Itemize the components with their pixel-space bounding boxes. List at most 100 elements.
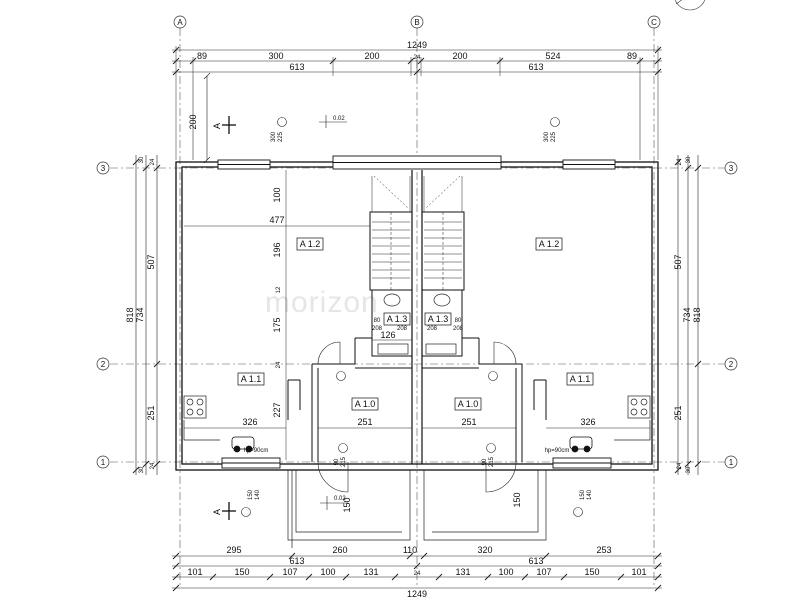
dim-top-half-left: 613 xyxy=(289,62,304,72)
door-code-left-lower: 90215 xyxy=(334,456,347,467)
dim-bottom-upper-110: 110 xyxy=(403,545,417,555)
dim-bottom-seg-4: 100 xyxy=(320,567,335,577)
window-note-left: hp=90cm xyxy=(244,448,269,454)
room-left-kitchen: A 1.1 xyxy=(241,374,262,384)
dim-small-208-a: 208 xyxy=(372,326,383,332)
section-marker-top xyxy=(222,116,236,134)
dim-left-overall: 818 xyxy=(125,307,135,322)
left-door-swings xyxy=(317,341,349,493)
axis-label-a: A xyxy=(177,18,183,27)
axis-label-1-right: 1 xyxy=(729,458,734,467)
dim-bottom-upper-253: 253 xyxy=(596,545,611,555)
dim-width-477: 477 xyxy=(269,215,284,225)
dim-right-mid: 734 xyxy=(682,307,692,322)
dim-bottom-seg-8: 100 xyxy=(498,567,513,577)
dim-bottom-seg-9: 107 xyxy=(536,567,551,577)
window-tag-top-left xyxy=(277,117,287,127)
door-code-right-lower: 90215 xyxy=(482,456,495,467)
dim-top-seg-5: 200 xyxy=(452,51,467,61)
terrace-outline xyxy=(192,76,641,160)
dim-right-overall: 818 xyxy=(692,307,702,322)
side-dimension-lines xyxy=(132,155,702,475)
dim-top-seg-4: 24 xyxy=(414,55,421,61)
dim-right-small-bottom-1: 24 xyxy=(677,462,683,469)
dim-small-80-d: 80 xyxy=(455,318,462,324)
level-top-label: 0.02 xyxy=(333,116,345,122)
axis-label-c: C xyxy=(651,18,657,27)
right-stairs xyxy=(423,175,463,290)
left-stove xyxy=(183,395,207,419)
terrace-depth-dim xyxy=(203,72,211,164)
right-stove xyxy=(627,395,651,419)
dim-small-208-b: 208 xyxy=(397,326,408,332)
dim-top-seg-3: 200 xyxy=(364,51,379,61)
room-right-kitchen: A 1.1 xyxy=(570,374,591,384)
dim-right-upper: 507 xyxy=(673,254,683,269)
dim-bottom-upper-260: 260 xyxy=(332,545,347,555)
dim-bottom-seg-5: 131 xyxy=(363,567,378,577)
dim-bottom-seg-1: 101 xyxy=(187,567,202,577)
level-bottom-label: 0.02 xyxy=(334,496,346,502)
axis-label-2-left: 2 xyxy=(101,360,106,369)
dim-small-208-d: 208 xyxy=(453,326,464,332)
dim-small-80-a: 80 xyxy=(374,318,381,324)
section-marker-bottom xyxy=(222,502,236,520)
dim-left-small-top-2: 24 xyxy=(150,158,156,165)
axis-bubbles xyxy=(96,15,738,469)
axis-label-2-right: 2 xyxy=(729,360,734,369)
room-right-wc: A 1.3 xyxy=(428,314,449,324)
dim-bottom-seg-11: 101 xyxy=(631,567,646,577)
dim-bottom-seg-2: 150 xyxy=(234,567,249,577)
top-dimension-lines xyxy=(172,46,662,160)
section-mark-bottom: A xyxy=(212,509,222,515)
right-door-swings xyxy=(485,341,517,493)
dim-width-126: 126 xyxy=(380,330,395,340)
left-wc-fixtures xyxy=(377,293,409,355)
dim-width-326-left: 326 xyxy=(242,417,257,427)
section-mark-top: A xyxy=(212,123,222,129)
terrace-depth-label: 200 xyxy=(188,114,198,129)
dim-top-seg-2: 300 xyxy=(268,51,283,61)
room-right-main: A 1.2 xyxy=(539,239,560,249)
level-marker-top xyxy=(319,115,347,128)
dim-interior-12: 12 xyxy=(276,286,282,293)
entrance-right xyxy=(423,470,547,541)
dim-right-small-bottom-2: 30 xyxy=(686,466,692,473)
dim-interior-227: 227 xyxy=(272,402,282,417)
dim-left-lower: 251 xyxy=(146,405,156,420)
dim-right-small-top-1: 30 xyxy=(686,156,692,163)
grid-axes xyxy=(110,28,730,585)
dim-left-upper: 507 xyxy=(146,254,156,269)
dim-entry-150-left: 150 xyxy=(342,497,352,512)
room-tag-boxes xyxy=(237,237,594,411)
bottom-dimension-lines xyxy=(172,552,662,592)
axis-label-3-right: 3 xyxy=(729,164,734,173)
window-note-right: hp=90cm xyxy=(545,448,570,454)
dim-right-lower: 251 xyxy=(673,405,683,420)
dim-left-small-bottom-1: 24 xyxy=(150,462,156,469)
axis-label-1-left: 1 xyxy=(101,458,106,467)
dim-top-seg-7: 89 xyxy=(627,51,637,61)
dim-interior-196: 196 xyxy=(272,242,282,257)
room-left-hall: A 1.0 xyxy=(355,399,376,409)
left-interior-walls xyxy=(287,211,413,462)
left-appliance-icon xyxy=(231,436,255,453)
entrance-left xyxy=(287,470,411,548)
bottom-windows xyxy=(221,457,612,469)
dim-entry-150-right: 150 xyxy=(512,492,522,507)
dim-top-seg-1: 89 xyxy=(197,51,207,61)
dim-overall-top: 1249 xyxy=(407,40,427,50)
interior-dim-lines xyxy=(184,170,650,460)
window-tag-top-left-label: 300225 xyxy=(271,131,284,142)
window-tag-top-right xyxy=(550,117,560,127)
door-tags xyxy=(336,371,498,453)
room-left-wc: A 1.3 xyxy=(387,314,408,324)
right-kitchen-counter xyxy=(614,420,651,441)
dim-width-251-left: 251 xyxy=(357,417,372,427)
room-left-main: A 1.2 xyxy=(300,239,321,249)
room-right-hall: A 1.0 xyxy=(458,399,479,409)
right-interior-walls xyxy=(421,211,547,462)
dim-left-mid: 734 xyxy=(135,307,145,322)
left-kitchen-counter xyxy=(183,420,220,441)
